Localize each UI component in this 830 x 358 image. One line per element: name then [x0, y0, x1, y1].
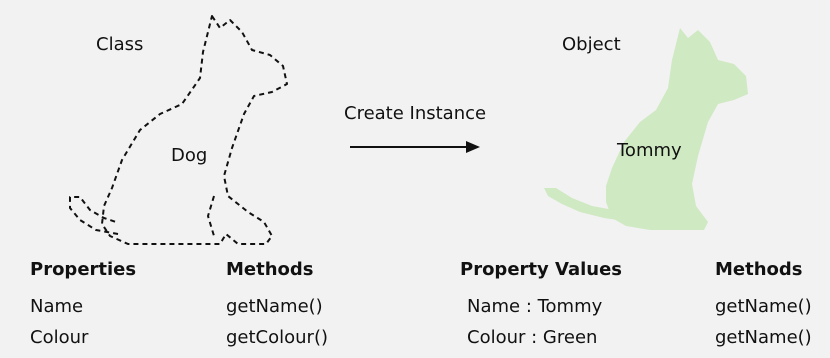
class-label: Class — [96, 34, 144, 55]
object-methods-header: Methods — [715, 259, 803, 280]
properties-header: Properties — [30, 259, 137, 280]
class-dog-name: Dog — [171, 145, 208, 166]
dog-body-outline — [101, 15, 288, 245]
object-label: Object — [562, 34, 621, 55]
object-value-name: Name : Tommy — [467, 296, 603, 317]
object-value-colour: Colour : Green — [467, 327, 598, 348]
property-values-header: Property Values — [460, 259, 623, 280]
class-property-colour: Colour — [30, 327, 89, 348]
dog-tail-outline — [69, 196, 119, 235]
object-dog-name: Tommy — [617, 140, 682, 161]
object-method-getname-1: getName() — [715, 296, 812, 317]
class-property-name: Name — [30, 296, 84, 317]
class-method-getname: getName() — [226, 296, 323, 317]
green-dog-tail — [544, 188, 632, 222]
create-instance-label: Create Instance — [344, 103, 487, 124]
green-dog-body — [606, 28, 748, 230]
object-method-getname-2: getName() — [715, 327, 812, 348]
object-dog-silhouette — [544, 28, 748, 230]
create-instance-arrow — [350, 141, 480, 153]
class-method-getcolour: getColour() — [226, 327, 329, 348]
class-methods-header: Methods — [226, 259, 314, 280]
class-dog-outline — [69, 15, 288, 245]
dog-leg-outline — [207, 195, 215, 237]
